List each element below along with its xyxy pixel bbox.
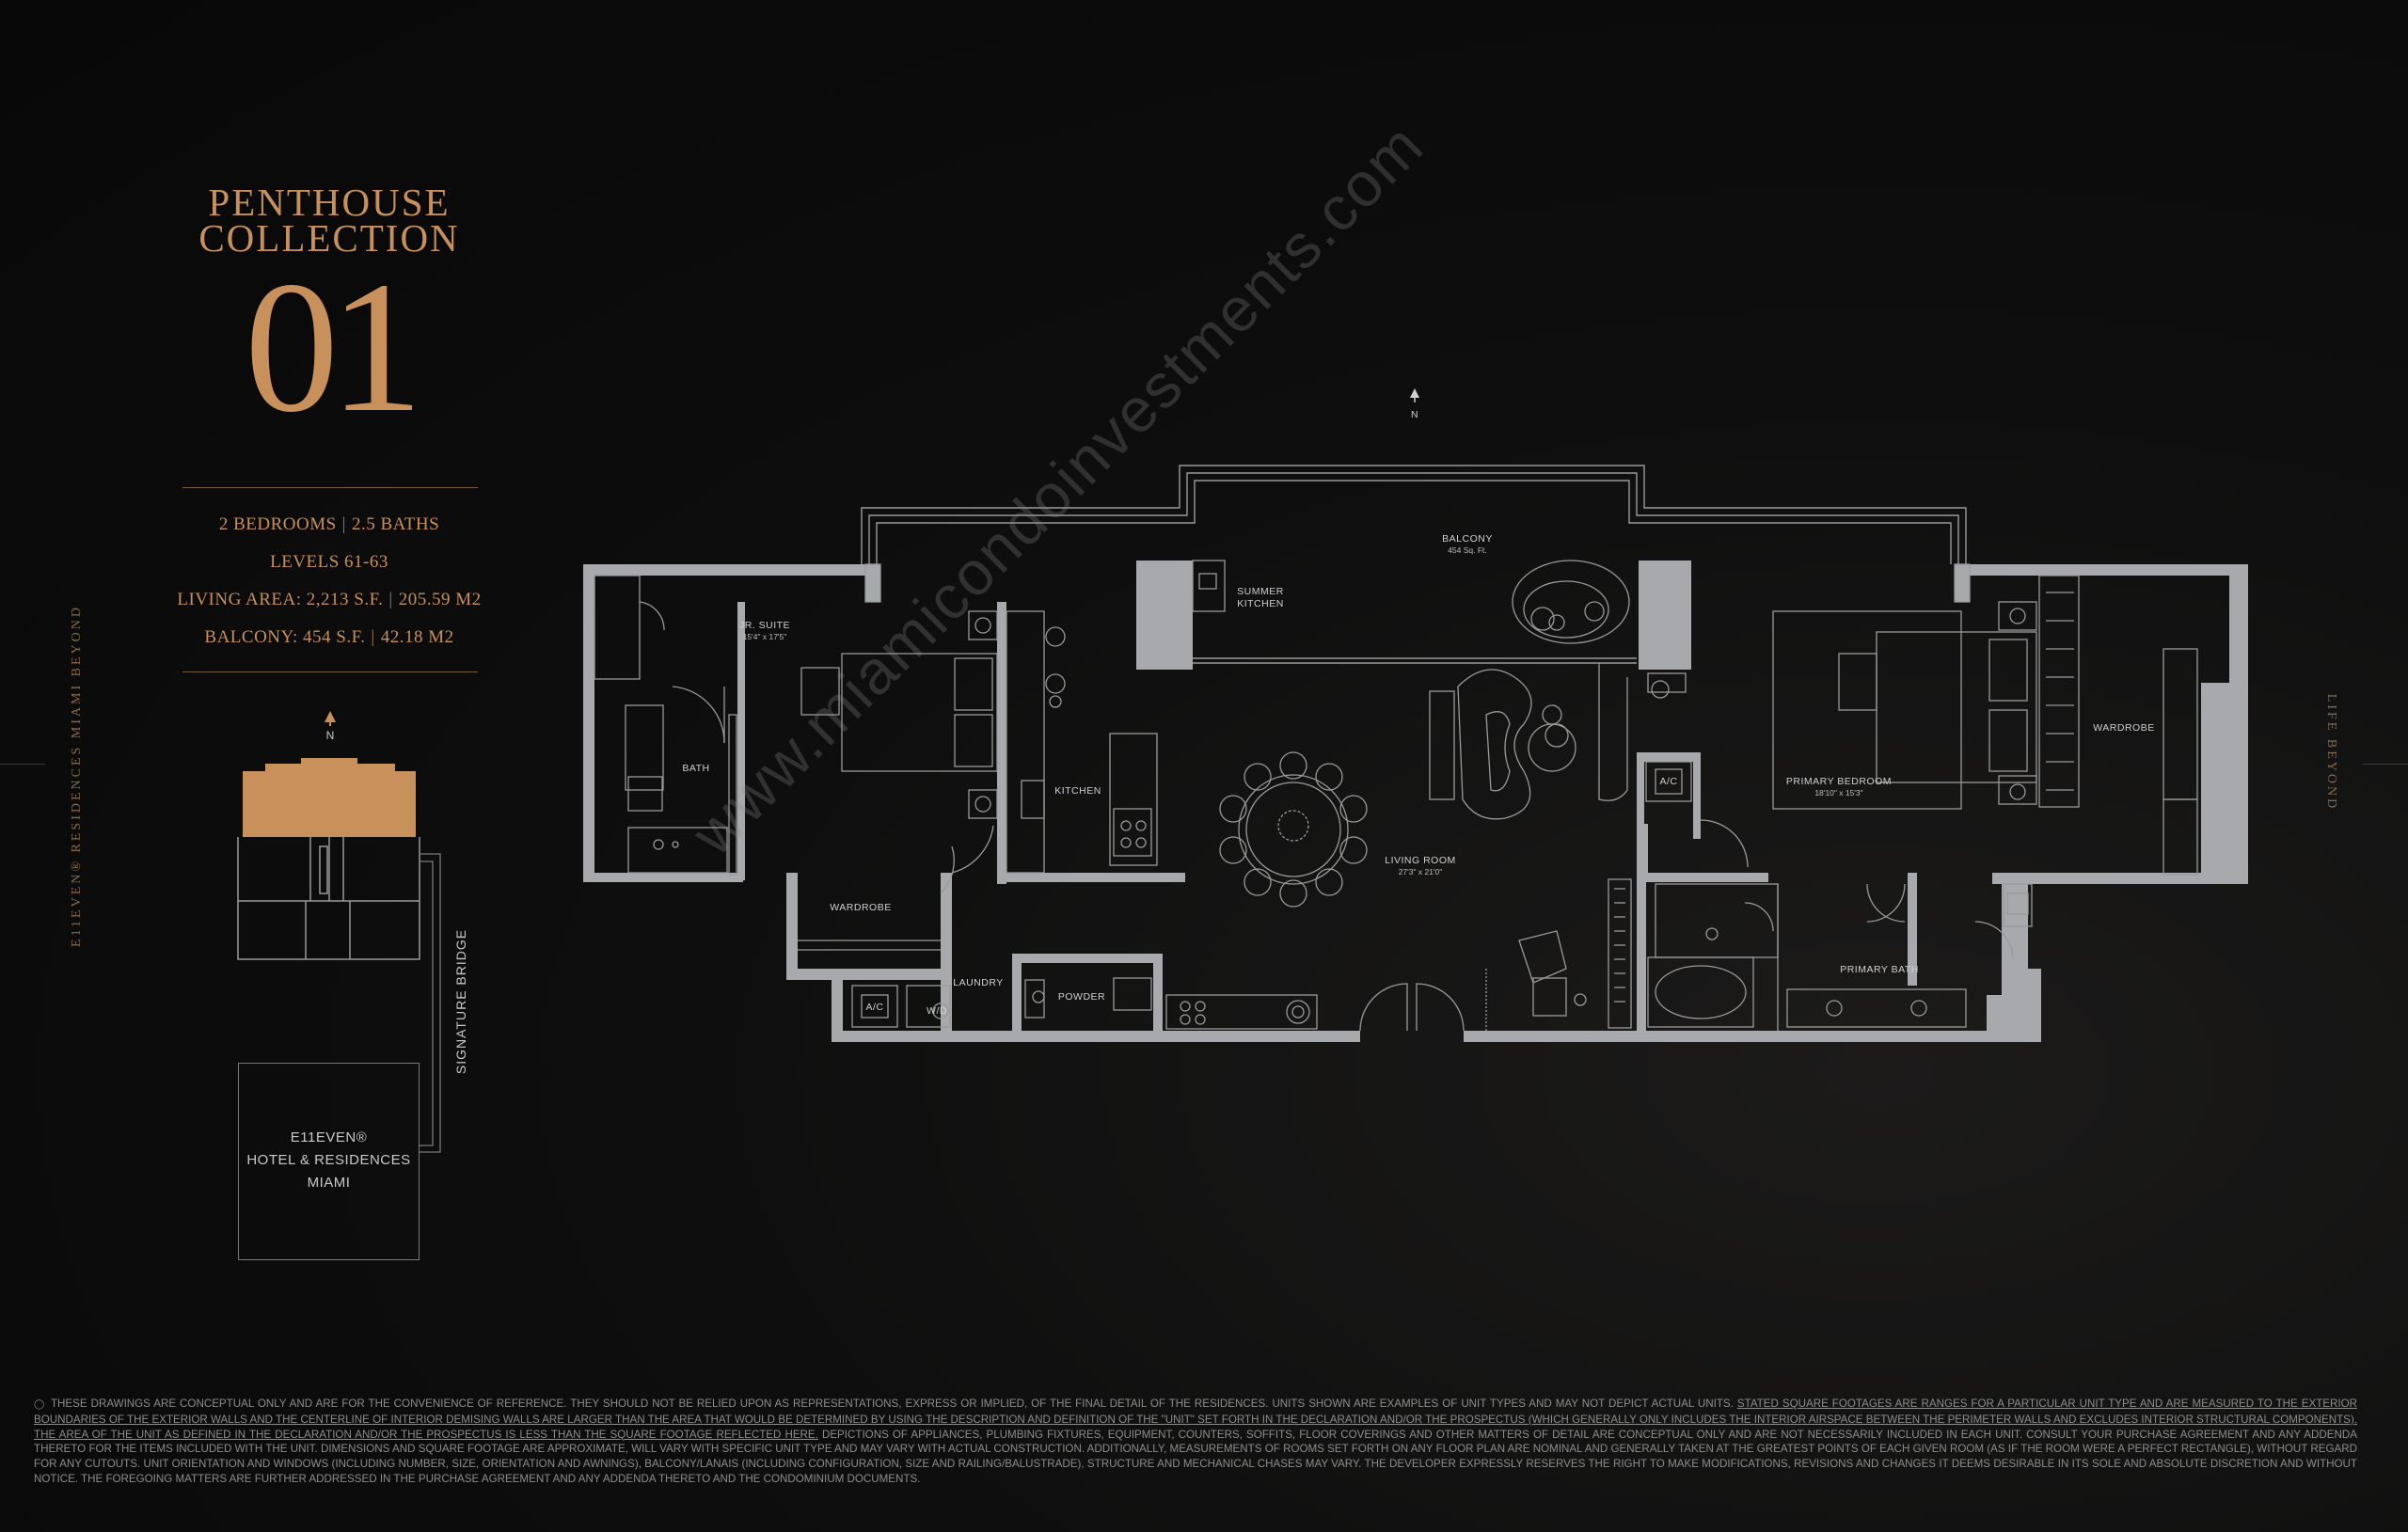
label-balcony: BALCONY xyxy=(1442,533,1493,545)
interior-details xyxy=(594,560,2198,1032)
exterior-walls xyxy=(583,561,2248,1042)
right-edge-tick xyxy=(2363,764,2408,765)
divider-top xyxy=(182,487,478,488)
hotel-city: MIAMI xyxy=(307,1175,351,1191)
collection-title: PENTHOUSE COLLECTION xyxy=(198,181,460,260)
label-kitchen: KITCHEN xyxy=(1054,785,1101,797)
label-balcony-size: 454 Sq. Ft. xyxy=(1448,545,1487,555)
spec-living-area: LIVING AREA: 2,213 S.F.|205.59 M2 xyxy=(177,590,482,609)
label-living-room: LIVING ROOM xyxy=(1385,855,1456,866)
label-jr-suite: JR. SUITE xyxy=(739,620,790,631)
unit-header: PENTHOUSE COLLECTION 01 xyxy=(169,181,489,451)
label-powder: POWDER xyxy=(1058,991,1105,1003)
label-jr-suite-size: 15'4" x 17'5" xyxy=(743,632,787,641)
label-summer-kitchen-1: SUMMER xyxy=(1237,586,1284,597)
label-primary-bedroom-size: 18'10" x 15'3" xyxy=(1814,788,1862,798)
label-summer-kitchen-2: KITCHEN xyxy=(1237,598,1284,609)
label-ac-right: A/C xyxy=(1659,776,1677,787)
disclaimer-icon: ◯ xyxy=(34,1399,45,1410)
label-wardrobe-left: WARDROBE xyxy=(830,902,891,913)
unit-specs: 2 BEDROOMS|2.5 BATHS LEVELS 61-63 LIVING… xyxy=(160,506,499,656)
balcony-railing xyxy=(861,465,1967,664)
unit-number: 01 xyxy=(245,244,423,451)
label-primary-bath: PRIMARY BATH xyxy=(1840,964,1919,975)
label-laundry: LAUNDRY xyxy=(953,977,1004,988)
label-wd: W/D xyxy=(927,1005,947,1017)
hotel-name: E11EVEN® xyxy=(290,1129,368,1145)
legal-disclaimer: ◯THESE DRAWINGS ARE CONCEPTUAL ONLY AND … xyxy=(34,1398,2357,1485)
spec-rooms: 2 BEDROOMS|2.5 BATHS xyxy=(218,514,440,534)
spec-balcony: BALCONY: 454 S.F.|42.18 M2 xyxy=(204,627,454,647)
label-living-room-size: 27'3" x 21'0" xyxy=(1399,867,1443,877)
label-ac-left: A/C xyxy=(865,1002,883,1013)
hotel-subtitle: HOTEL & RESIDENCES xyxy=(246,1152,411,1168)
plan-north-label: N xyxy=(1411,409,1418,420)
plan-north-arrow-icon xyxy=(1410,388,1419,403)
hotel-residences-box: E11EVEN® HOTEL & RESIDENCES MIAMI xyxy=(238,1063,420,1260)
left-edge-tick xyxy=(0,764,45,765)
label-wardrobe-right: WARDROBE xyxy=(2093,722,2154,734)
label-primary-bedroom: PRIMARY BEDROOM xyxy=(1786,776,1892,787)
room-labels: BALCONY 454 Sq. Ft. SUMMER KITCHEN JR. S… xyxy=(682,533,2154,1017)
label-bath: BATH xyxy=(682,763,709,774)
divider-bottom xyxy=(182,671,478,672)
spec-levels: LEVELS 61-63 xyxy=(270,552,388,572)
